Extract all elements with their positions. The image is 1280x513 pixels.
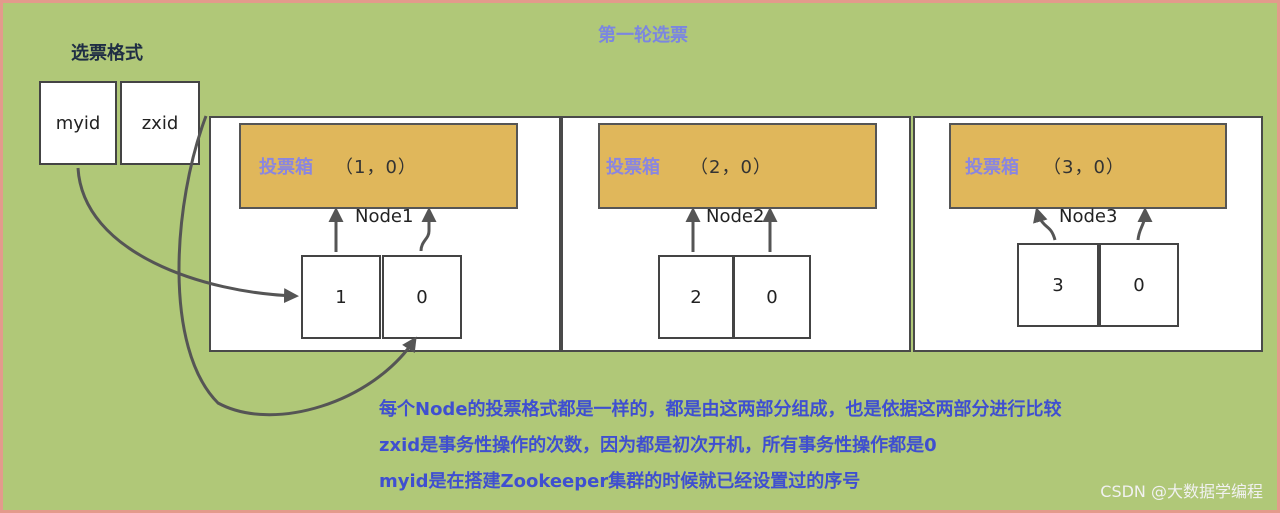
format-cell-myid: myid [39,81,117,165]
note-line-3: myid是在搭建Zookeeper集群的时候就已经设置过的序号 [379,471,861,492]
node3-label: Node3 [1059,206,1118,227]
connector-arrows [76,115,1153,417]
node1-label: Node1 [355,206,414,227]
note-line-2: zxid是事务性操作的次数，因为都是初次开机，所有事务性操作都是0 [379,435,937,456]
node1-myid-cell: 1 [301,255,381,339]
node1-up-arrow-right [419,207,437,252]
note-line-1: 每个Node的投票格式都是一样的，都是由这两部分组成，也是依据这两部分进行比较 [379,399,1062,420]
ballot-format-title: 选票格式 [71,43,143,64]
node3-ballot-value: （3，0） [1043,157,1125,178]
node2-zxid-cell: 0 [733,255,811,339]
node3-zxid-cell: 0 [1099,243,1179,327]
node1-zxid-cell: 0 [382,255,462,339]
node3-up-arrow-left [1033,207,1057,241]
diagram-title: 第一轮选票 [598,25,688,46]
node1-ballot-label: 投票箱 [259,157,313,178]
node2-ballot-box: 投票箱 （2，0） [598,123,877,209]
node3-ballot-label: 投票箱 [965,157,1019,178]
node1-ballot-box: 投票箱 （1，0） [239,123,518,209]
node3-myid-cell: 3 [1017,243,1099,327]
format-cell-zxid: zxid [120,81,200,165]
node3-up-arrow-right [1136,207,1153,241]
node1-ballot-value: （1，0） [335,157,417,178]
zxid-to-node1-arrow [177,115,417,417]
watermark: CSDN @大数据学编程 [1100,482,1263,501]
node2-ballot-label: 投票箱 [606,157,660,178]
node2-myid-cell: 2 [658,255,734,339]
myid-to-node1-arrow [76,167,299,304]
node2-label: Node2 [706,206,765,227]
node2-ballot-value: （2，0） [690,157,772,178]
node3-ballot-box: 投票箱 （3，0） [949,123,1227,209]
